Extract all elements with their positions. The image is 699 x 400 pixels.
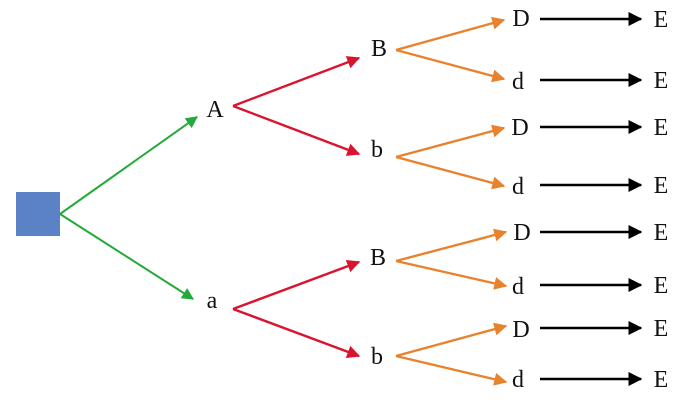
- node-label-E4: E: [654, 173, 669, 199]
- node-label-A-B: B: [371, 36, 387, 62]
- edge-ab-d: [395, 354, 508, 386]
- node-label-a-b-D: D: [512, 317, 529, 343]
- node-label-A-B-d: d: [512, 69, 524, 95]
- edge-Ab-d: [395, 155, 506, 190]
- edge-AB-D: [395, 16, 506, 52]
- node-label-a: a: [207, 288, 218, 314]
- node-label-E7: E: [654, 316, 669, 342]
- node-label-E8: E: [654, 367, 669, 393]
- edge-ab-D: [395, 322, 508, 358]
- node-label-a-b-d: d: [512, 367, 524, 393]
- edge-aB-D: [395, 228, 508, 263]
- node-label-A-b-d: d: [512, 174, 524, 200]
- edge-aB-d: [395, 259, 508, 290]
- edge-a-b: [232, 307, 361, 359]
- edge-A-B: [232, 56, 361, 108]
- node-label-a-B: B: [370, 245, 386, 271]
- edge-a-B: [232, 259, 361, 311]
- node-label-A-b-D: D: [511, 115, 528, 141]
- node-label-A-B-D: D: [512, 6, 529, 32]
- edge-Ab-D: [395, 124, 506, 159]
- node-label-A-b: b: [371, 137, 383, 163]
- node-label-E5: E: [654, 220, 669, 246]
- root-square-node: [16, 192, 60, 236]
- node-label-a-B-d: d: [512, 274, 524, 300]
- edge-A-b: [232, 104, 361, 156]
- node-label-a-b: b: [371, 344, 383, 370]
- node-label-a-B-D: D: [513, 220, 530, 246]
- node-label-E6: E: [654, 273, 669, 299]
- node-label-E2: E: [654, 68, 669, 94]
- node-label-E1: E: [654, 7, 669, 33]
- edge-root-a: [59, 213, 195, 300]
- node-label-E3: E: [654, 115, 669, 141]
- edge-AB-d: [395, 48, 506, 83]
- node-label-A: A: [206, 97, 224, 123]
- edge-root-A: [59, 116, 198, 215]
